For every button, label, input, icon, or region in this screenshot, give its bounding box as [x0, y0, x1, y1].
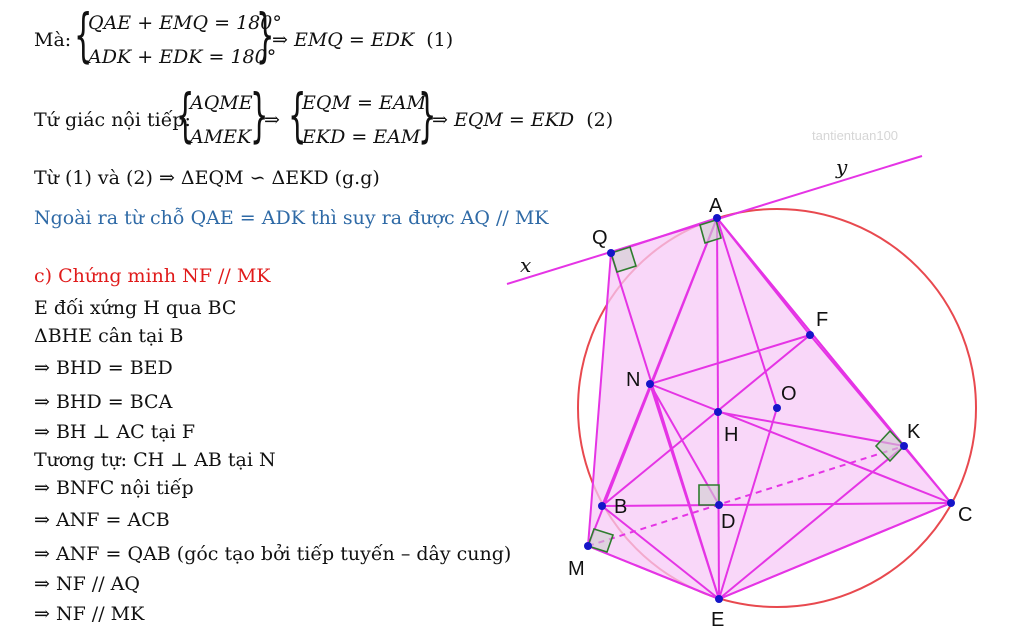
label-h: H — [724, 424, 738, 446]
label-k: K — [907, 421, 921, 443]
label-e: E — [711, 609, 724, 631]
label-o: O — [781, 383, 797, 405]
label-c: C — [958, 504, 972, 526]
line-2: Tứ giác nội tiếp: — [34, 108, 191, 132]
line-2-arrow: ⇒ — [264, 109, 280, 131]
point-k — [900, 442, 908, 450]
right-angle-q — [609, 245, 638, 274]
step-4: ⇒ BHD = BCA — [34, 391, 173, 413]
segment-hk — [717, 411, 905, 447]
segment-be — [601, 505, 720, 600]
step-11: ⇒ NF // MK — [34, 603, 145, 625]
step-7: ⇒ BNFC nội tiếp — [34, 477, 194, 499]
line-1-result-text: ⇒ EMQ = EDK — [272, 29, 415, 51]
segment-cn — [649, 383, 952, 504]
step-3: ⇒ BHD = BED — [34, 357, 173, 379]
line-2-prefix: Tứ giác nội tiếp: — [34, 109, 191, 131]
line-2-mid-bot: EKD = EAM — [302, 126, 421, 148]
label-d: D — [721, 511, 735, 533]
line-1-system: QAE + EMQ = 180° ADK + EDK = 180° — [88, 6, 282, 74]
circumcircle — [577, 208, 977, 608]
line-1-num: (1) — [426, 29, 454, 51]
point-e — [715, 595, 723, 603]
label-a: A — [709, 195, 723, 217]
segment-ke — [718, 445, 905, 600]
right-angle-m — [586, 528, 615, 553]
brace-1: { — [74, 1, 93, 69]
label-f: F — [816, 309, 828, 331]
line-4: Ngoài ra từ chỗ QAE = ADK thì suy ra đượ… — [34, 207, 549, 229]
line-1-prefix: Mà: — [34, 29, 72, 51]
step-5: ⇒ BH ⊥ AC tại F — [34, 421, 195, 443]
point-c — [947, 499, 955, 507]
point-b — [598, 502, 606, 510]
label-n: N — [626, 369, 640, 391]
point-m — [584, 542, 592, 550]
brace-2: { — [176, 81, 195, 149]
line-2-result: ⇒ EQM = EKD (2) — [432, 108, 613, 132]
step-2: ΔBHE cân tại B — [34, 325, 184, 347]
line-3: Từ (1) và (2) ⇒ ΔEQM ∽ ΔEKD (g.g) — [34, 167, 380, 189]
label-m: M — [568, 558, 585, 580]
point-d — [715, 501, 723, 509]
right-angle-d — [698, 484, 720, 506]
segment-ce — [718, 502, 952, 600]
segment-mk-dashed — [587, 445, 905, 547]
point-n — [646, 380, 654, 388]
line-2-mid-top: EQM = EAM — [302, 92, 426, 114]
point-q — [607, 249, 615, 257]
line-1-result: ⇒ EMQ = EDK (1) — [272, 28, 453, 52]
line-2-num: (2) — [586, 109, 614, 131]
line-2-set: AQME AMEK — [190, 86, 253, 154]
brace-2-close: } — [250, 81, 269, 149]
watermark: tantientuan100 — [812, 128, 898, 143]
segment-nf — [649, 334, 811, 385]
line-2-mid: EQM = EAM EKD = EAM — [302, 86, 426, 154]
line-2-result-text: ⇒ EQM = EKD — [432, 109, 575, 131]
segment-bf — [601, 334, 811, 507]
point-o — [773, 404, 781, 412]
right-angle-a — [699, 218, 722, 245]
line-1-eq-bot: ADK + EDK = 180° — [88, 46, 277, 68]
segment-oe — [718, 407, 778, 600]
line-1: Mà: — [34, 28, 71, 52]
step-9: ⇒ ANF = QAB (góc tạo bởi tiếp tuyến – dâ… — [34, 543, 512, 565]
step-1: E đối xứng H qua BC — [34, 297, 237, 319]
label-q: Q — [592, 227, 608, 249]
point-f — [806, 331, 814, 339]
brace-3: { — [288, 81, 307, 149]
label-b: B — [614, 496, 627, 518]
point-a — [713, 214, 721, 222]
part-c-title: c) Chứng minh NF // MK — [34, 265, 271, 287]
line-2-set-bot: AMEK — [190, 126, 252, 148]
point-h — [714, 408, 722, 416]
label-y: y — [835, 155, 848, 179]
segment-me — [587, 545, 720, 600]
line-1-eq-top: QAE + EMQ = 180° — [88, 12, 282, 34]
segment-ne — [649, 383, 720, 600]
step-10: ⇒ NF // AQ — [34, 573, 140, 595]
segment-bc — [601, 502, 952, 507]
brace-3-close: } — [418, 81, 437, 149]
line-2-set-top: AQME — [190, 92, 253, 114]
step-8: ⇒ ANF = ACB — [34, 509, 170, 531]
brace-1-close: } — [256, 1, 275, 69]
segment-ao — [716, 217, 778, 409]
step-6: Tương tự: CH ⊥ AB tại N — [34, 449, 276, 471]
label-x: x — [520, 253, 531, 277]
